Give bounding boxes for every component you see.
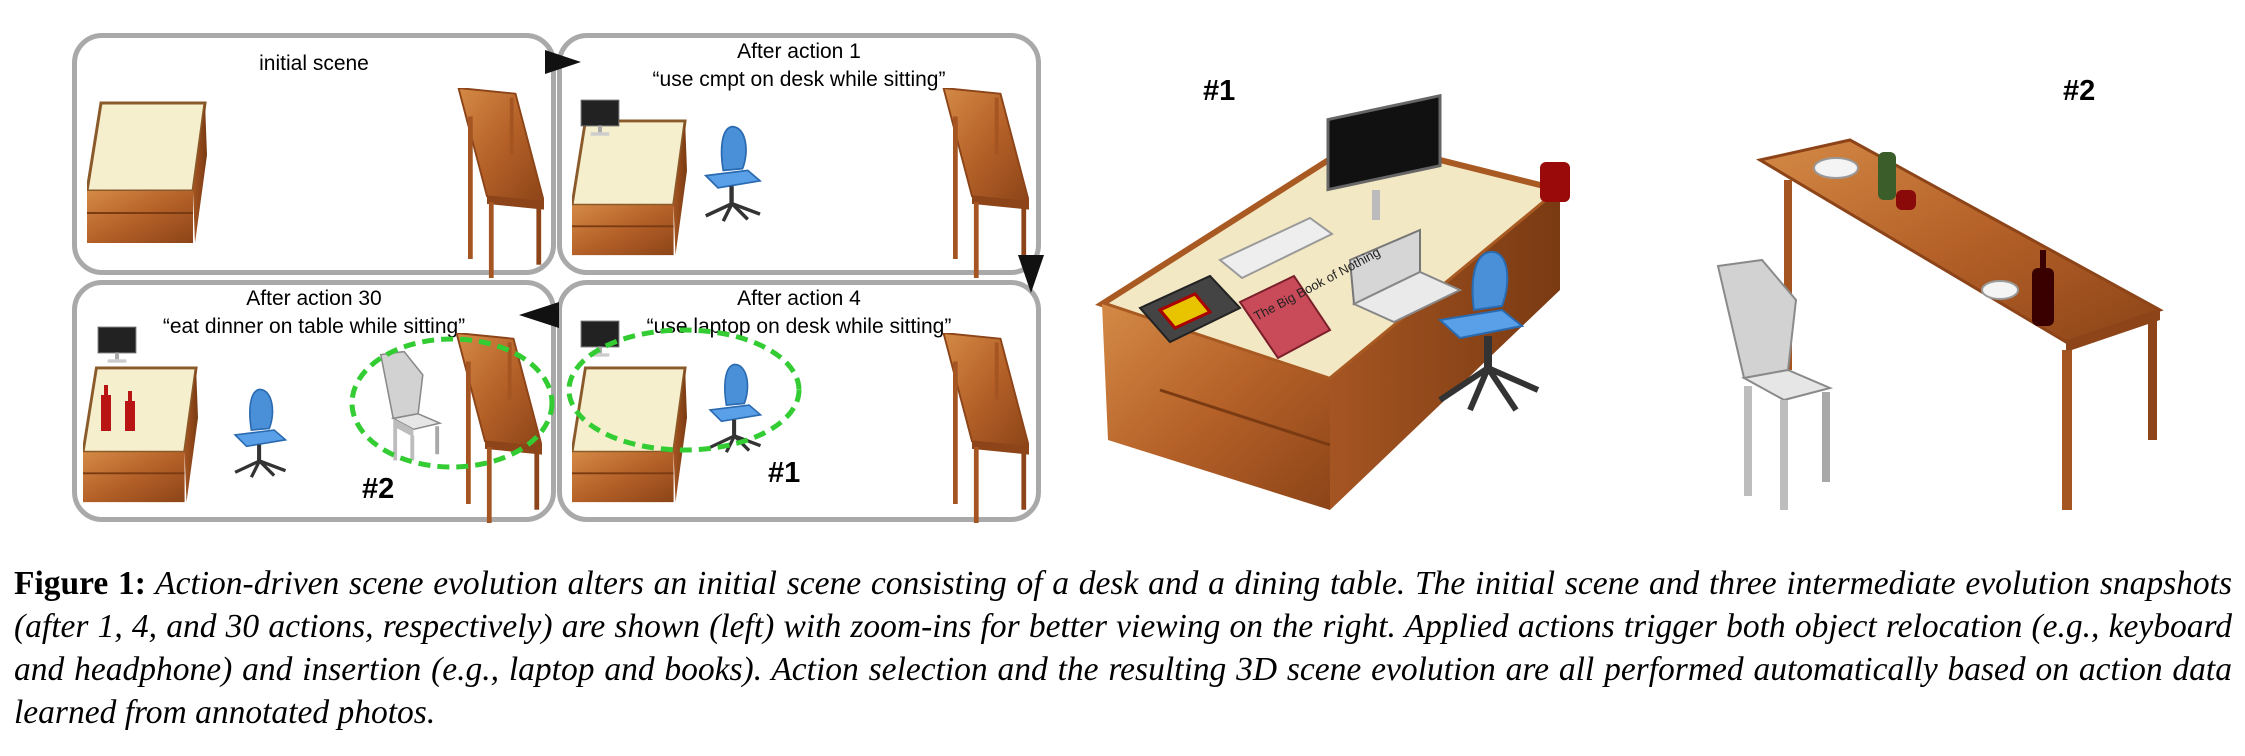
panel-title: After action 1 xyxy=(737,40,861,63)
arrow-to-action-1 xyxy=(545,50,581,74)
arrow-to-action-30 xyxy=(519,302,559,328)
panel-action: “use cmpt on desk while sitting” xyxy=(652,68,946,91)
caption-label: Figure 1: xyxy=(14,565,146,602)
panel-title: initial scene xyxy=(259,52,369,75)
zoom-desk-scene: The Big Book of Nothing xyxy=(1095,93,1570,510)
blue-chair-illustration xyxy=(703,124,762,223)
dining-table-illustration xyxy=(457,88,544,278)
panel-title: After action 4 xyxy=(737,287,861,310)
arrow-to-action-4 xyxy=(1018,255,1044,293)
panel-title: After action 30 xyxy=(246,287,382,310)
desk-illustration xyxy=(87,101,207,245)
monitor-illustration xyxy=(580,99,620,137)
highlight-ring-2 xyxy=(349,336,555,470)
dining-table-illustration xyxy=(942,88,1029,278)
label-1: #1 xyxy=(768,457,801,489)
panel-after-action-30: After action 30 “eat dinner on table whi… xyxy=(72,280,556,523)
zoom-label-2: #2 xyxy=(2063,75,2096,107)
panel-after-action-4: After action 4 “use laptop on desk while… xyxy=(557,280,1041,523)
highlight-ring-1 xyxy=(566,327,802,453)
zoom-dining-scene xyxy=(1716,138,2164,510)
panel-initial-scene: initial scene xyxy=(72,33,556,278)
panel-after-action-1: After action 1 “use cmpt on desk while s… xyxy=(557,33,1041,278)
monitor-illustration xyxy=(97,326,137,364)
label-2: #2 xyxy=(362,473,395,505)
panel-action: “eat dinner on table while sitting” xyxy=(162,315,466,338)
zoom-label-1: #1 xyxy=(1203,75,1236,107)
wine-bottles-illustration xyxy=(101,385,135,431)
blue-chair-illustration xyxy=(233,387,288,479)
figure-caption: Figure 1: Action-driven scene evolution … xyxy=(14,562,2232,734)
dining-table-illustration xyxy=(942,333,1029,523)
caption-text: Action-driven scene evolution alters an … xyxy=(14,565,2232,731)
